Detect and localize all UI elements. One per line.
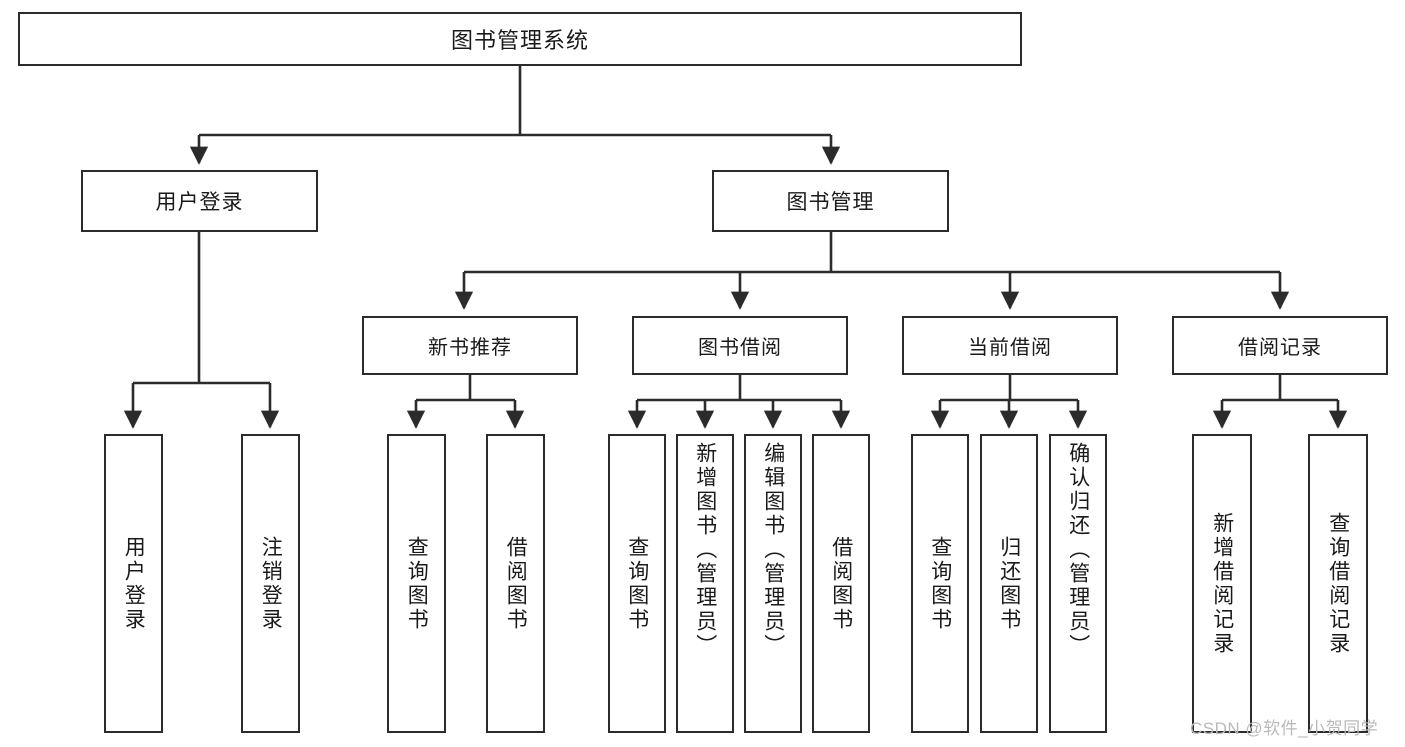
- node-label: 当前借阅: [968, 337, 1052, 359]
- node-new-book-recommend[interactable]: 新书推荐: [362, 316, 578, 375]
- leaf-logout[interactable]: 注销登录: [241, 434, 300, 733]
- leaf-user-login[interactable]: 用户登录: [104, 434, 163, 733]
- node-label: 图书管理系统: [450, 28, 589, 53]
- leaf-query-book-current[interactable]: 查询图书: [911, 434, 969, 733]
- leaf-label: 确认归还（管理员）: [1066, 442, 1090, 658]
- leaf-label: 编辑图书（管理员）: [761, 442, 785, 658]
- leaf-label: 新增借阅记录: [1210, 511, 1234, 656]
- leaf-label: 用户登录: [122, 535, 146, 632]
- leaf-query-book-recommend[interactable]: 查询图书: [387, 434, 446, 733]
- node-root-system[interactable]: 图书管理系统: [18, 12, 1022, 66]
- node-user-login[interactable]: 用户登录: [81, 170, 318, 232]
- leaf-confirm-return-admin[interactable]: 确认归还（管理员）: [1049, 434, 1107, 733]
- leaf-label: 查询借阅记录: [1326, 511, 1350, 656]
- leaf-label: 借阅图书: [829, 535, 853, 632]
- node-label: 图书管理: [786, 191, 875, 214]
- node-book-borrow[interactable]: 图书借阅: [632, 316, 848, 375]
- leaf-label: 新增图书（管理员）: [693, 442, 717, 658]
- leaf-label: 注销登录: [259, 535, 283, 632]
- leaf-label: 查询图书: [405, 535, 429, 632]
- leaf-add-borrow-record[interactable]: 新增借阅记录: [1192, 434, 1252, 733]
- node-label: 用户登录: [155, 191, 244, 214]
- leaf-query-borrow-record[interactable]: 查询借阅记录: [1308, 434, 1368, 733]
- leaf-return-book[interactable]: 归还图书: [980, 434, 1038, 733]
- watermark-text: CSDN @软件_小贺同学: [1190, 719, 1379, 738]
- leaf-query-book-borrow[interactable]: 查询图书: [608, 434, 666, 733]
- node-book-manage[interactable]: 图书管理: [712, 170, 949, 232]
- node-label: 借阅记录: [1238, 337, 1322, 359]
- leaf-label: 归还图书: [997, 535, 1021, 632]
- leaf-label: 查询图书: [928, 535, 952, 632]
- node-current-borrow[interactable]: 当前借阅: [902, 316, 1118, 375]
- node-label: 图书借阅: [698, 337, 782, 359]
- leaf-label: 借阅图书: [504, 535, 528, 632]
- leaf-edit-book-admin[interactable]: 编辑图书（管理员）: [744, 434, 802, 733]
- leaf-add-book-admin[interactable]: 新增图书（管理员）: [676, 434, 734, 733]
- leaf-label: 查询图书: [625, 535, 649, 632]
- leaf-borrow-book-recommend[interactable]: 借阅图书: [486, 434, 545, 733]
- node-borrow-record[interactable]: 借阅记录: [1172, 316, 1388, 375]
- leaf-borrow-book[interactable]: 借阅图书: [812, 434, 870, 733]
- node-label: 新书推荐: [428, 337, 512, 359]
